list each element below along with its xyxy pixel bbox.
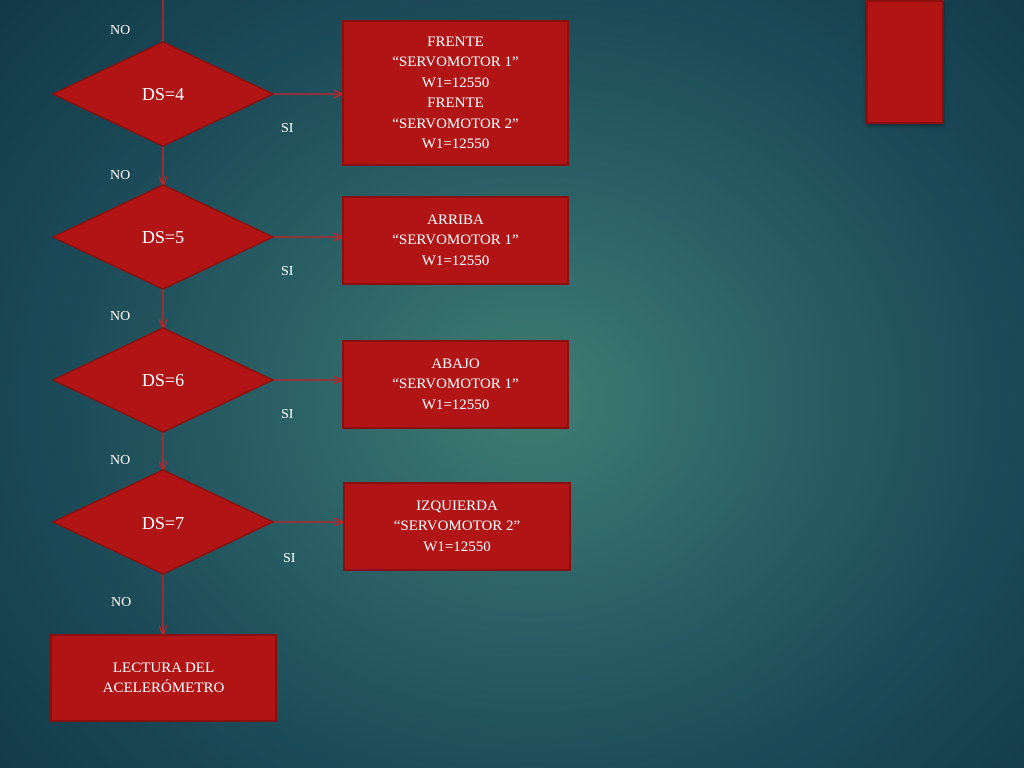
decision-4-no-label: NO xyxy=(111,595,132,610)
action-box-izquierda: IZQUIERDA “SERVOMOTOR 2” W1=12550 xyxy=(343,482,571,571)
decision-1-label: DS=4 xyxy=(141,84,185,104)
decision-3-no-label: NO xyxy=(110,453,131,468)
decision-3-yes-label: SI xyxy=(281,407,294,422)
decision-1-no-label: NO xyxy=(110,168,131,183)
action-2-line-1: ARRIBA xyxy=(427,211,484,228)
decorative-rectangle xyxy=(866,0,944,124)
decision-2-no-label: NO xyxy=(110,309,131,324)
final-line-2: ACELERÓMETRO xyxy=(102,680,225,696)
decision-4-yes-label: SI xyxy=(283,551,296,566)
decision-diamond-1 xyxy=(51,41,275,147)
action-4-line-1: IZQUIERDA xyxy=(416,497,498,514)
action-1-line-2: “SERVOMOTOR 1” xyxy=(392,54,519,70)
action-1-line-4: FRENTE xyxy=(427,95,484,111)
decision-diamond-4 xyxy=(51,469,275,575)
action-1-line-6: W1=12550 xyxy=(421,136,490,152)
action-3-line-2: “SERVOMOTOR 1” xyxy=(392,376,519,393)
action-4-line-3: W1=12550 xyxy=(423,538,491,555)
decision-4-label: DS=7 xyxy=(141,513,185,533)
action-1-line-5: “SERVOMOTOR 2” xyxy=(392,115,519,132)
final-box-lectura: LECTURA DEL ACELERÓMETRO xyxy=(50,634,277,722)
action-1-line-1: FRENTE xyxy=(427,33,484,50)
action-3-line-3: W1=12550 xyxy=(421,396,490,413)
action-1-line-3: W1=12550 xyxy=(421,74,490,91)
decision-1-yes-label: SI xyxy=(281,121,294,136)
action-4-line-2: “SERVOMOTOR 2” xyxy=(393,518,521,535)
action-box-abajo: ABAJO “SERVOMOTOR 1” W1=12550 xyxy=(342,340,569,429)
decision-diamond-3 xyxy=(51,327,275,433)
top-no-label: NO xyxy=(110,23,131,38)
action-3-line-1: ABAJO xyxy=(431,355,480,372)
decision-2-yes-label: SI xyxy=(281,264,294,279)
decision-2-label: DS=5 xyxy=(141,227,185,247)
final-line-1: LECTURA DEL xyxy=(112,659,215,676)
action-box-arriba: ARRIBA “SERVOMOTOR 1” W1=12550 xyxy=(342,196,569,285)
action-box-frente: FRENTE “SERVOMOTOR 1” W1=12550 FRENTE “S… xyxy=(342,20,569,166)
action-2-line-2: “SERVOMOTOR 1” xyxy=(392,232,519,249)
decision-3-label: DS=6 xyxy=(141,370,185,390)
action-2-line-3: W1=12550 xyxy=(421,252,490,269)
decision-diamond-2 xyxy=(51,184,275,290)
